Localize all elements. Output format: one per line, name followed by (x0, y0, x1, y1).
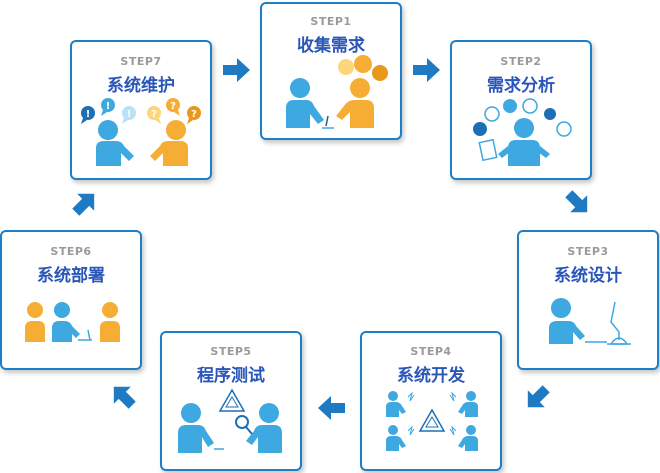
svg-text:!: ! (127, 109, 132, 120)
system-maintenance-illustration: ! ! ! ? ? ? (81, 98, 201, 166)
system-design-illustration (549, 298, 631, 345)
step1-title: 收集需求 (297, 36, 365, 56)
arrow-step6-to-step7 (72, 193, 95, 216)
svg-text:?: ? (191, 109, 197, 120)
step3-card: STEP3 系统设计 (517, 230, 659, 370)
program-testing-illustration (178, 388, 282, 453)
svg-text:!: ! (106, 101, 111, 112)
step4-card: STEP4 系统开发 (360, 331, 502, 471)
step5-card: STEP5 程序测试 (160, 331, 302, 471)
svg-text:!: ! (86, 109, 91, 120)
step1-card: STEP1 收集需求 (260, 2, 402, 140)
requirements-analysis-illustration (473, 98, 572, 166)
step4-title: 系统开发 (397, 366, 465, 386)
arrow-step7-to-step1 (223, 58, 250, 82)
step2-label: STEP2 (500, 55, 542, 68)
system-development-illustration (386, 391, 478, 451)
step2-card: STEP2 需求分析 (450, 40, 592, 180)
step6-card: STEP6 系统部署 (0, 230, 142, 370)
step7-label: STEP7 (120, 55, 162, 68)
arrow-step1-to-step2 (413, 58, 440, 82)
step3-label: STEP3 (567, 245, 609, 258)
arrow-step4-to-step5 (318, 396, 345, 420)
svg-text:?: ? (170, 101, 176, 112)
system-deployment-illustration (25, 302, 120, 342)
step2-title: 需求分析 (487, 76, 555, 96)
arrow-step5-to-step6 (113, 386, 136, 409)
step1-label: STEP1 (310, 15, 352, 28)
step6-title: 系统部署 (37, 266, 105, 286)
step6-label: STEP6 (50, 245, 92, 258)
step7-card: STEP7 系统维护 ! ! ! ? ? ? (70, 40, 212, 180)
svg-text:?: ? (151, 109, 157, 120)
arrow-step2-to-step3 (565, 190, 588, 213)
collect-requirements-illustration (286, 55, 388, 129)
arrow-step3-to-step4 (527, 385, 550, 408)
step4-label: STEP4 (410, 345, 452, 358)
step7-title: 系统维护 (107, 76, 175, 96)
step5-label: STEP5 (210, 345, 252, 358)
step3-title: 系统设计 (554, 266, 622, 286)
step5-title: 程序测试 (197, 366, 265, 386)
